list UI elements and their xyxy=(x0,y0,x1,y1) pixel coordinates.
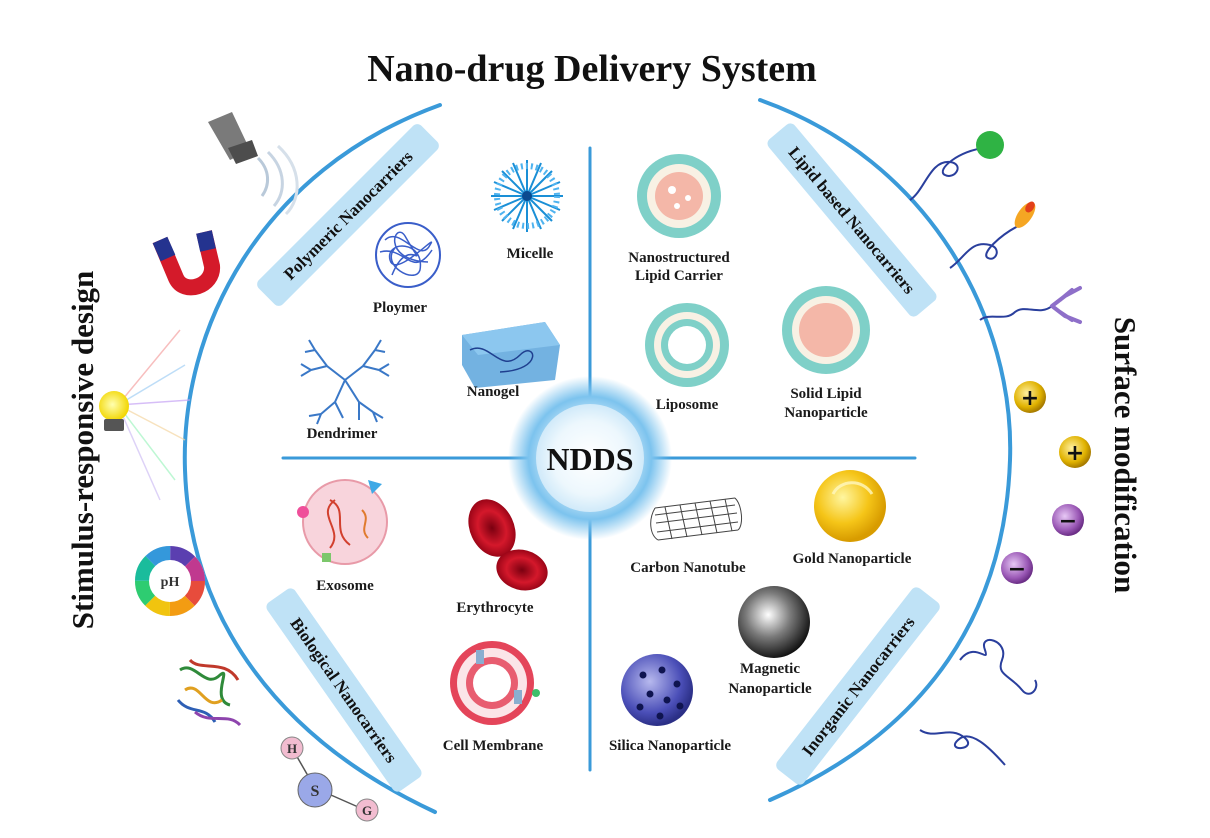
positive-sign-2: + xyxy=(1066,441,1084,466)
ligand-green-icon xyxy=(909,131,1004,201)
quadrant-dividers xyxy=(281,146,917,772)
center-ndds: NDDS xyxy=(508,376,672,540)
cell-membrane-image xyxy=(450,641,540,725)
banner-lipid: Lipid based Nanocarriers xyxy=(767,123,937,317)
ndds-label: NDDS xyxy=(546,441,633,477)
sln-image xyxy=(782,286,870,374)
erythrocyte-image xyxy=(468,499,548,591)
antibody-icon xyxy=(979,286,1082,324)
liposome-image xyxy=(645,303,729,387)
banner-biological: Biological Nanocarriers xyxy=(266,588,422,792)
positive-sign-1: + xyxy=(1021,386,1039,411)
ligand-orange-icon xyxy=(949,201,1036,269)
banner-polymeric-text: Polymeric Nanocarriers xyxy=(280,147,417,284)
magnetic-label-line2: Nanoparticle xyxy=(728,681,812,697)
surface-modification-label: Surface modification xyxy=(1108,317,1143,593)
micelle-image xyxy=(491,160,563,232)
enzyme-protein-icon xyxy=(176,658,242,727)
banner-lipid-text: Lipid based Nanocarriers xyxy=(785,143,919,298)
banner-inorganic-text: Inorganic Nanocarriers xyxy=(798,613,919,760)
nlc-label-line2: Lipid Carrier xyxy=(635,268,723,284)
positive-charge-1: + xyxy=(1014,381,1046,413)
liposome-label: Liposome xyxy=(656,397,719,413)
silica-nanoparticle-label: Silica Nanoparticle xyxy=(609,738,731,754)
polymer-label: Ploymer xyxy=(373,300,427,316)
atom-h: H xyxy=(287,741,297,756)
micelle-label: Micelle xyxy=(507,246,554,262)
silica-nanoparticle-image xyxy=(621,654,693,726)
stimulus-responsive-label: Stimulus-responsive design xyxy=(65,271,100,630)
carbon-nanotube-label: Carbon Nanotube xyxy=(630,560,746,576)
negative-charge-2: − xyxy=(1001,552,1033,584)
polymer-chain-icon-2 xyxy=(919,729,1006,766)
light-icon xyxy=(99,329,191,501)
sln-label-line1: Solid Lipid xyxy=(790,386,862,402)
banner-biological-text: Biological Nanocarriers xyxy=(286,614,401,766)
atom-s: S xyxy=(311,783,320,800)
nlc-image xyxy=(637,154,721,238)
disulfide-icon: H S G xyxy=(280,736,379,822)
carbon-nanotube-image xyxy=(650,497,743,541)
magnetic-nanoparticle-image xyxy=(738,586,810,658)
nlc-label-line1: Nanostructured xyxy=(628,250,730,266)
positive-charge-2: + xyxy=(1059,436,1091,468)
atom-g: G xyxy=(362,803,372,818)
polymer-image xyxy=(375,222,441,288)
cell-membrane-label: Cell Membrane xyxy=(443,738,544,754)
ph-wheel-icon: pH xyxy=(135,546,205,616)
gold-nanoparticle-label: Gold Nanoparticle xyxy=(793,551,912,567)
gold-nanoparticle-image xyxy=(814,470,886,542)
ph-label: pH xyxy=(161,575,180,590)
outer-ring xyxy=(182,98,1013,814)
nanogel-label: Nanogel xyxy=(467,384,520,400)
erythrocyte-label: Erythrocyte xyxy=(456,600,534,616)
ultrasound-icon xyxy=(208,112,299,216)
negative-sign-2: − xyxy=(1008,557,1026,582)
polymer-chain-icon-1 xyxy=(959,639,1038,695)
nanogel-image xyxy=(462,322,560,388)
diagram-title: Nano-drug Delivery System xyxy=(367,48,817,90)
magnetic-label-line1: Magnetic xyxy=(740,661,800,677)
dendrimer-label: Dendrimer xyxy=(307,426,378,442)
magnet-icon xyxy=(152,230,220,296)
exosome-label: Exosome xyxy=(316,578,374,594)
negative-charge-1: − xyxy=(1052,504,1084,536)
exosome-image xyxy=(297,479,388,565)
sln-label-line2: Nanoparticle xyxy=(784,405,868,421)
negative-sign-1: − xyxy=(1059,509,1077,534)
dendrimer-image xyxy=(300,339,390,425)
